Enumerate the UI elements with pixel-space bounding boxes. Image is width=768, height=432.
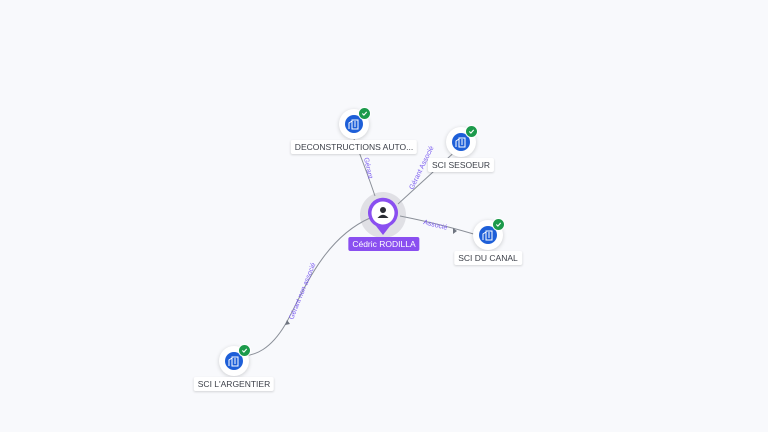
arrow-largentier (285, 320, 290, 325)
company-label-sesoeur[interactable]: SCI SESOEUR (427, 158, 495, 172)
verified-check-icon (358, 107, 371, 120)
building-icon (225, 352, 243, 370)
company-node-canal[interactable] (473, 218, 505, 250)
edge-label-largentier: Gérant non associé (288, 262, 317, 321)
building-icon (345, 115, 363, 133)
check-glyph (495, 222, 502, 227)
check-glyph (468, 129, 475, 134)
check-glyph (241, 348, 248, 353)
check-glyph (361, 111, 368, 116)
person-node[interactable] (366, 196, 400, 236)
company-label-deconstructions[interactable]: DECONSTRUCTIONS AUTO... (290, 140, 418, 154)
building-icon (479, 226, 497, 244)
company-node-largentier[interactable] (219, 344, 251, 376)
person-icon (377, 207, 389, 218)
building-glyph (348, 119, 359, 130)
arrow-canal (453, 228, 457, 234)
verified-check-icon (465, 125, 478, 138)
company-node-sesoeur[interactable] (446, 125, 478, 157)
edge-largentier (243, 217, 371, 357)
building-glyph (455, 137, 466, 148)
building-glyph (228, 356, 239, 367)
building-icon (452, 133, 470, 151)
company-label-largentier[interactable]: SCI L'ARGENTIER (193, 377, 275, 391)
company-node-deconstructions[interactable] (339, 107, 371, 139)
edge-label-deconstructions: Gérant (362, 157, 373, 179)
building-glyph (482, 230, 493, 241)
company-label-canal[interactable]: SCI DU CANAL (454, 251, 522, 265)
verified-check-icon (238, 344, 251, 357)
person-label[interactable]: Cédric RODILLA (348, 237, 420, 251)
edge-label-canal: Associé (423, 219, 449, 232)
edge-canal (399, 215, 481, 237)
verified-check-icon (492, 218, 505, 231)
